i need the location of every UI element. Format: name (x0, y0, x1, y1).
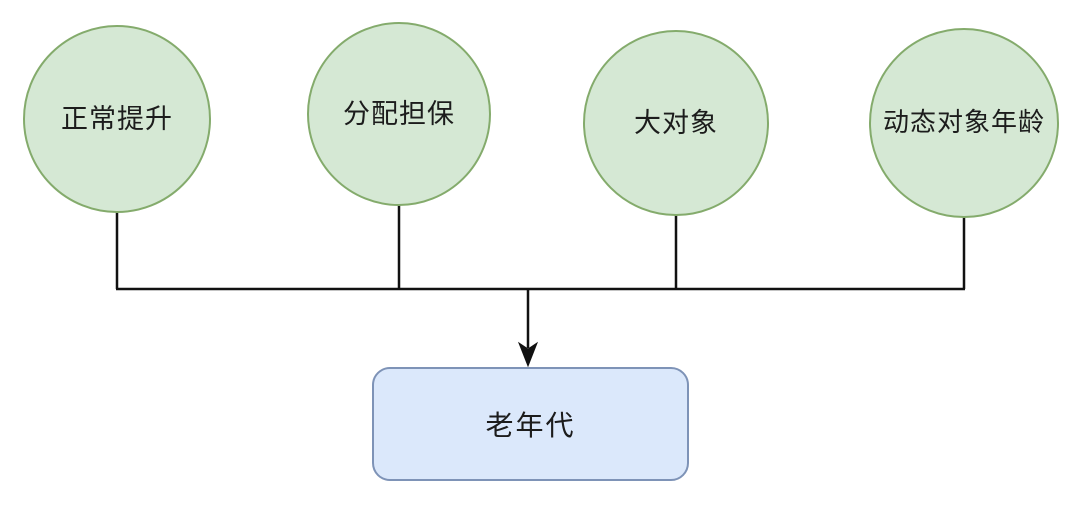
node-old-generation-label: 老年代 (485, 410, 576, 441)
node-normal-promotion: 正常提升 (23, 25, 211, 213)
node-large-object-label: 大对象 (634, 107, 718, 138)
node-dynamic-object-age: 动态对象年龄 (869, 28, 1059, 218)
node-large-object: 大对象 (583, 30, 769, 216)
node-allocation-guarantee: 分配担保 (307, 22, 491, 206)
arrow-down-icon (517, 341, 539, 368)
node-allocation-guarantee-label: 分配担保 (343, 98, 455, 129)
node-old-generation: 老年代 (372, 367, 689, 481)
node-normal-promotion-label: 正常提升 (61, 103, 173, 134)
node-dynamic-object-age-label: 动态对象年龄 (882, 107, 1045, 138)
